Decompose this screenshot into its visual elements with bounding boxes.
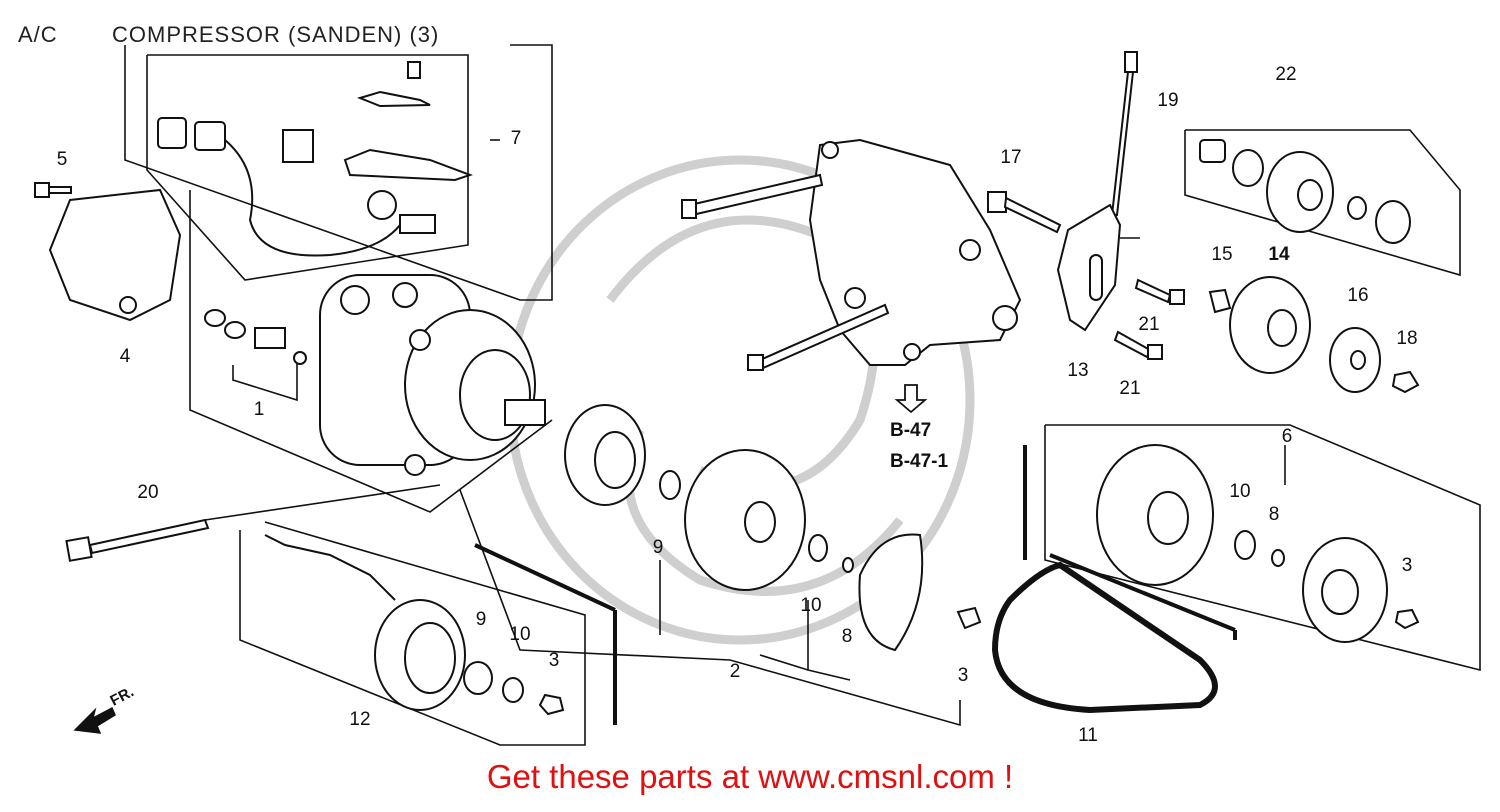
callout-1[interactable]: 1 [253, 399, 265, 420]
callout-13[interactable]: 13 [1067, 360, 1089, 381]
callout-19[interactable]: 19 [1157, 90, 1179, 111]
callout-8[interactable]: 8 [841, 626, 853, 647]
group-outline-7 [146, 54, 469, 281]
callout-8[interactable]: 8 [1268, 504, 1280, 525]
callout-10[interactable]: 10 [509, 624, 531, 645]
callout-2[interactable]: 2 [729, 661, 741, 682]
bolt-5-illustration [34, 182, 72, 198]
group-outline-12 [239, 521, 586, 746]
idler-pulley-illustration [1208, 276, 1420, 394]
clutch-assembly-illustration [1096, 444, 1420, 643]
callout-6[interactable]: 6 [1281, 426, 1293, 447]
bracket-illustration [681, 138, 1022, 371]
callout-10[interactable]: 10 [1229, 481, 1251, 502]
callout-3[interactable]: 3 [957, 665, 969, 686]
reference-b47[interactable]: B-47 [890, 420, 932, 441]
promo-banner[interactable]: Get these parts at www.cmsnl.com ! [486, 758, 1014, 795]
harness-illustration [157, 61, 473, 257]
callout-21[interactable]: 21 [1138, 314, 1160, 335]
section-label: A/C [18, 22, 58, 47]
callout-22[interactable]: 22 [1275, 64, 1297, 85]
callout-11[interactable]: 11 [1078, 725, 1098, 746]
reference-b47-1[interactable]: B-47-1 [890, 451, 949, 472]
callout-4[interactable]: 4 [119, 346, 131, 367]
callout-3[interactable]: 3 [1401, 555, 1413, 576]
callout-15[interactable]: 15 [1211, 244, 1233, 265]
callout-18[interactable]: 18 [1396, 328, 1418, 349]
callout-12[interactable]: 12 [349, 709, 371, 730]
leader-line-2 [459, 489, 961, 727]
callout-17[interactable]: 17 [1000, 147, 1022, 168]
group-outline-22 [1184, 129, 1461, 277]
compressor-illustration [319, 274, 546, 476]
pulley-assembly-illustration [564, 404, 982, 652]
front-direction-arrow [73, 706, 116, 734]
group-outline-main [189, 190, 553, 513]
pressure-switch-illustration [204, 309, 307, 365]
callout-16[interactable]: 16 [1347, 285, 1369, 306]
page-title: COMPRESSOR (SANDEN) (3) [112, 22, 440, 47]
group-outline-6 [1044, 424, 1481, 672]
callout-9[interactable]: 9 [652, 537, 664, 558]
callout-14[interactable]: 14 [1268, 244, 1290, 265]
field-coil-illustration [264, 534, 565, 716]
callout-3[interactable]: 3 [548, 650, 560, 671]
bolt-20-illustration [65, 518, 210, 562]
drive-belt-illustration [991, 561, 1218, 714]
callout-9[interactable]: 9 [475, 609, 487, 630]
group-outline-compressor [124, 44, 553, 301]
callout-5[interactable]: 5 [56, 149, 68, 170]
callout-21[interactable]: 21 [1119, 378, 1141, 399]
reference-arrow [894, 384, 928, 414]
compressor-cover-illustration [48, 188, 182, 322]
callout-20[interactable]: 20 [137, 482, 159, 503]
callout-7[interactable]: 7 [510, 128, 522, 149]
adjuster-illustration [987, 51, 1185, 360]
idler-assembly-22-illustration [1199, 139, 1411, 244]
callout-10[interactable]: 10 [800, 595, 822, 616]
